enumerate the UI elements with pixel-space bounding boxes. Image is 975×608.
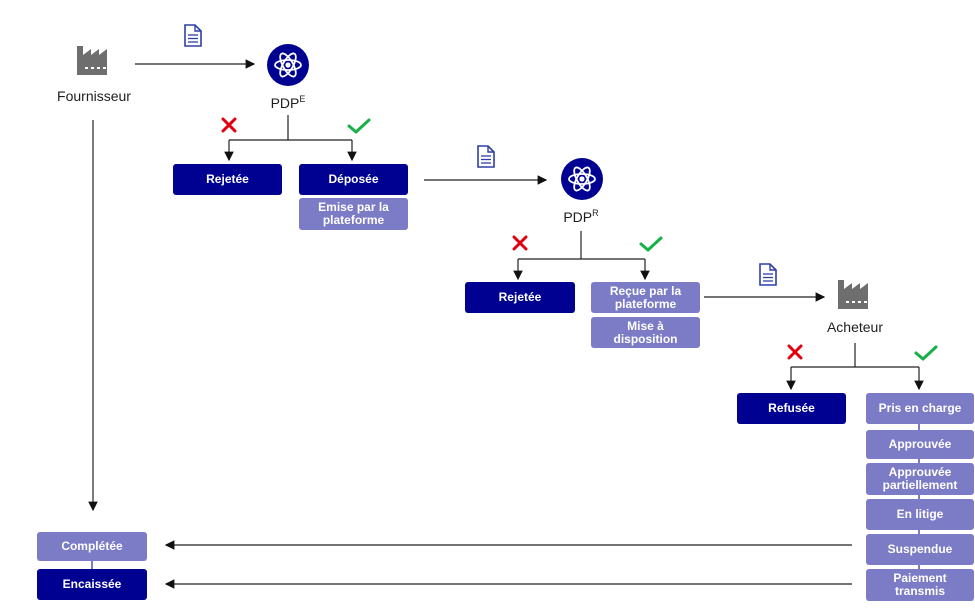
buyer-factory-icon — [838, 280, 868, 309]
document-icon — [184, 24, 202, 47]
reject-cross-icon — [787, 344, 803, 360]
buyer-label: Acheteur — [826, 319, 884, 335]
status-partially-approved: Approuvée partiellement — [866, 463, 974, 495]
supplier-factory-icon — [77, 46, 107, 75]
status-rejected-1: Rejetée — [173, 164, 282, 195]
platform-icon — [561, 158, 603, 200]
status-deposited: Déposée — [299, 164, 408, 195]
status-taken-over: Pris en charge — [866, 393, 974, 424]
status-received: Reçue par la plateforme — [591, 282, 700, 313]
supplier-label: Fournisseur — [57, 88, 131, 104]
status-collected: Encaissée — [37, 569, 147, 600]
status-refused: Refusée — [737, 393, 846, 424]
status-payment-sent: Paiement transmis — [866, 569, 974, 601]
accept-check-icon — [639, 236, 663, 252]
status-made-available: Mise à disposition — [591, 317, 700, 348]
status-completed: Complétée — [37, 532, 147, 561]
document-icon — [759, 263, 777, 286]
status-rejected-2: Rejetée — [465, 282, 575, 313]
status-suspended: Suspendue — [866, 534, 974, 565]
platform-icon — [267, 44, 309, 86]
pdp-e-label: PDPE — [270, 94, 306, 111]
reject-cross-icon — [221, 117, 237, 133]
accept-check-icon — [347, 118, 371, 134]
status-approved: Approuvée — [866, 430, 974, 459]
pdp-r-label: PDPR — [563, 208, 599, 225]
reject-cross-icon — [512, 235, 528, 251]
accept-check-icon — [914, 345, 938, 361]
status-issued: Emise par la plateforme — [299, 198, 408, 230]
status-disputed: En litige — [866, 499, 974, 530]
document-icon — [477, 145, 495, 168]
